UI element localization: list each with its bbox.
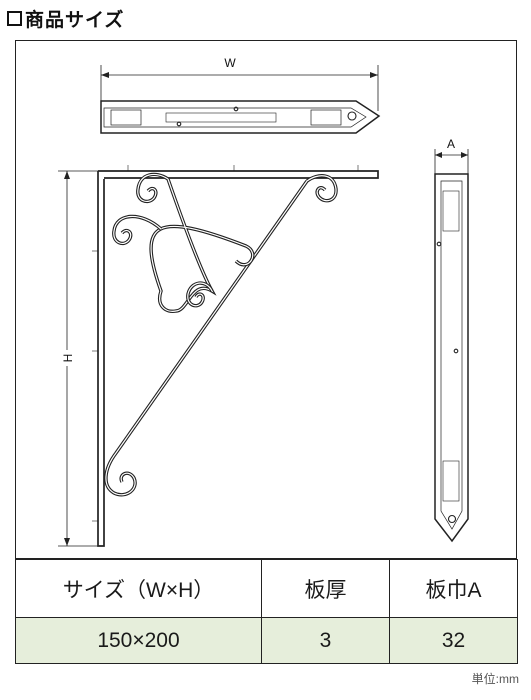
width-label: W (224, 56, 236, 70)
checkbox-square-icon (7, 10, 22, 26)
header-size: サイズ（W×H） (15, 559, 262, 618)
thickness-label: A (447, 137, 455, 151)
cell-size: 150×200 (15, 617, 262, 664)
height-label: H (61, 354, 75, 363)
cell-thickness: 3 (261, 617, 390, 664)
product-diagram-panel: W H A (15, 40, 517, 559)
front-view (58, 165, 379, 547)
cell-width-a: 32 (389, 617, 518, 664)
header-width-a: 板巾A (389, 559, 518, 618)
top-view (100, 65, 381, 134)
side-view (434, 149, 469, 543)
table-row: 150×200 3 32 (15, 617, 518, 664)
spec-header-row: サイズ（W×H） 板厚 板巾A (15, 559, 518, 618)
unit-note: 単位:mm (471, 672, 519, 686)
section-title: 商品サイズ (25, 8, 125, 31)
header-thickness: 板厚 (261, 559, 390, 618)
section-heading: 商品サイズ (7, 4, 124, 32)
bracket-diagram: W H A (58, 56, 469, 547)
spec-table: サイズ（W×H） 板厚 板巾A 150×200 3 32 (15, 559, 518, 664)
